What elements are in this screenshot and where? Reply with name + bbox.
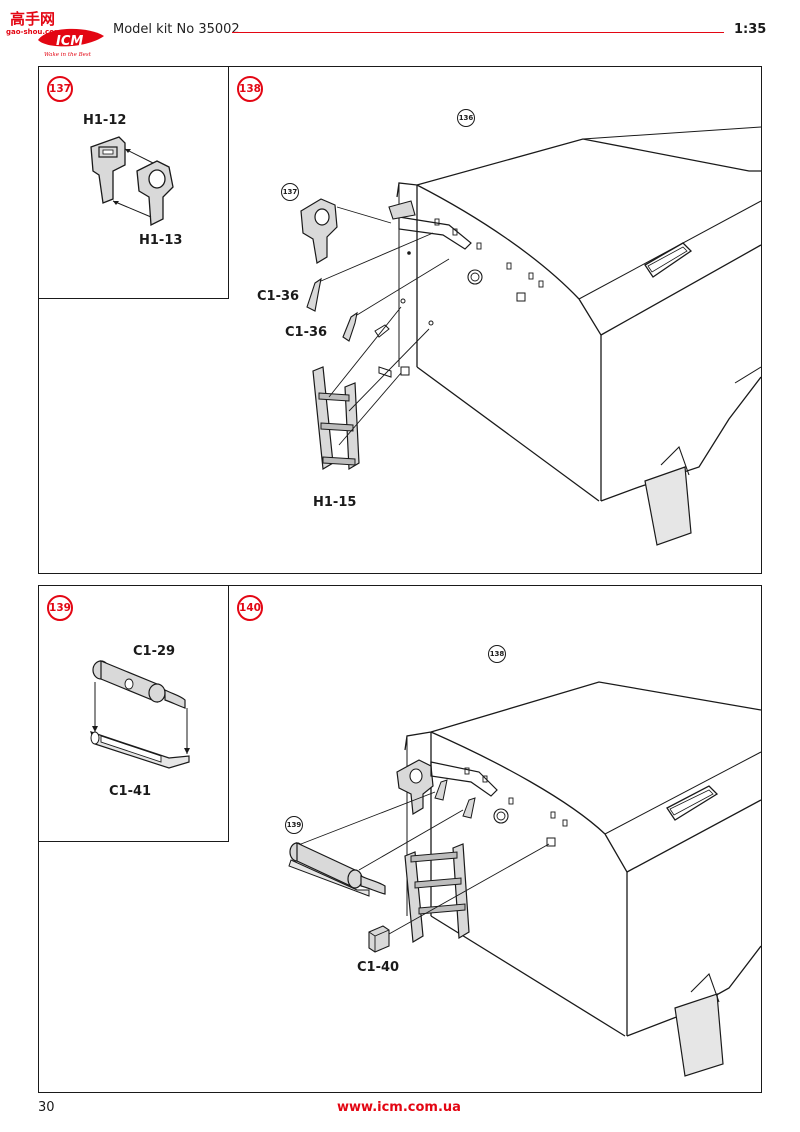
step-137-illustration: [90, 136, 174, 227]
ref-step-139: 139: [285, 816, 303, 834]
step-number-140: 140: [237, 595, 263, 621]
kit-title: Model kit No 35002: [113, 22, 240, 37]
step-138-illustration: [300, 126, 761, 546]
step-139-box: [39, 586, 229, 842]
step-number-138: 138: [237, 76, 263, 102]
step-139-illustration: [90, 660, 190, 769]
part-label-h1-13: H1-13: [139, 233, 183, 248]
scale-label: 1:35: [734, 22, 767, 37]
watermark-url: gao-shou.com: [6, 28, 61, 36]
part-label-c1-29: C1-29: [133, 644, 176, 659]
brand-text: ICM: [56, 34, 83, 49]
step-137-box: [39, 67, 229, 299]
part-label-h1-12: H1-12: [83, 113, 127, 128]
step-number-139: 139: [47, 595, 73, 621]
ref-step-137: 137: [281, 183, 299, 201]
icm-logo: 高手网 gao-shou.com ICM Wake in the Best: [6, 10, 104, 58]
step-panel-137-138: 137 H1-12 H1-13: [38, 66, 762, 574]
part-label-c1-36-upper: C1-36: [257, 289, 300, 304]
ref-step-138: 138: [488, 645, 506, 663]
header-rule: [232, 32, 724, 33]
step-number-137: 137: [47, 76, 73, 102]
part-label-c1-36-lower: C1-36: [285, 325, 328, 340]
ref-step-136: 136: [457, 109, 475, 127]
part-label-c1-41: C1-41: [109, 784, 152, 799]
page-number: 30: [38, 1100, 55, 1115]
step-panel-139-140: 139 C1-29 C1-41: [38, 585, 762, 1093]
part-label-c1-40: C1-40: [357, 960, 400, 975]
footer-url-link[interactable]: www.icm.com.ua: [337, 1100, 461, 1115]
brand-tagline: Wake in the Best: [44, 52, 92, 58]
watermark-text: 高手网: [10, 10, 55, 28]
page-header: 高手网 gao-shou.com ICM Wake in the Best Mo…: [0, 0, 800, 60]
step-140-illustration: [288, 681, 761, 1077]
part-label-h1-15: H1-15: [313, 495, 357, 510]
